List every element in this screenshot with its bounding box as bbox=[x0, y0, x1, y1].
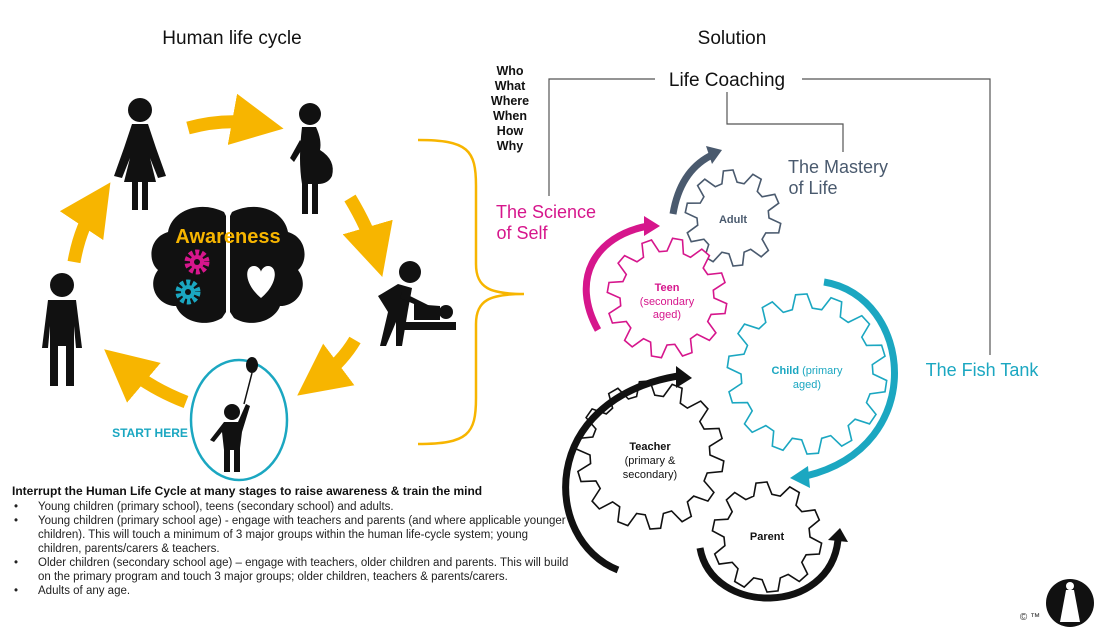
child-with-balloon-icon bbox=[189, 357, 289, 482]
question-word: What bbox=[495, 79, 526, 93]
woman-icon bbox=[114, 98, 166, 210]
child-gear-sub2: aged) bbox=[793, 379, 821, 391]
teacher-gear-sub2: secondary) bbox=[623, 469, 677, 481]
pregnant-woman-icon bbox=[290, 103, 333, 214]
connector-lines bbox=[548, 78, 991, 355]
question-word: Why bbox=[497, 139, 523, 153]
adult-arc-arrow bbox=[669, 152, 712, 215]
teen-gear: Teen (secondary aged) bbox=[606, 237, 728, 359]
child-gear-label: Child bbox=[772, 365, 800, 377]
adult-arrowhead bbox=[706, 146, 722, 164]
awareness-label: Awareness bbox=[175, 226, 280, 248]
start-here-label: START HERE bbox=[112, 426, 188, 440]
adult-gear: Adult bbox=[684, 169, 782, 267]
teacher-gear-sub1: (primary & bbox=[625, 455, 676, 467]
teen-gear-label: Teen bbox=[655, 282, 680, 294]
notes-item: Older children (secondary school age) – … bbox=[12, 556, 572, 584]
teacher-arc-arrow bbox=[562, 372, 679, 574]
question-words: Who What Where When How Why bbox=[491, 64, 529, 153]
child-gear-sub1: (primary bbox=[802, 365, 843, 377]
man-icon bbox=[42, 273, 82, 386]
cycle-arrow-upper-right bbox=[342, 194, 393, 277]
brand-logo bbox=[1046, 579, 1094, 627]
parent-arrowhead bbox=[828, 528, 848, 542]
notes-item: Young children (primary school), teens (… bbox=[12, 500, 572, 514]
question-word: Where bbox=[491, 94, 529, 108]
mastery-of-life-line1: The Mastery bbox=[788, 157, 888, 177]
cycle-arrow-lower-right bbox=[297, 336, 361, 396]
question-word: How bbox=[497, 124, 524, 138]
notes-panel: Interrupt the Human Life Cycle at many s… bbox=[12, 484, 572, 598]
parent-gear: Parent bbox=[711, 481, 823, 593]
child-arc-arrow bbox=[805, 278, 898, 480]
cycle-arrows bbox=[59, 93, 393, 409]
cycle-arrow-top bbox=[186, 93, 284, 145]
question-word: Who bbox=[496, 64, 523, 78]
teacher-gear-label: Teacher bbox=[629, 441, 671, 453]
solution-title: Solution bbox=[698, 28, 767, 49]
teen-gear-sub1: (secondary bbox=[640, 296, 695, 308]
life-cycle-title: Human life cycle bbox=[162, 28, 301, 49]
notes-title: Interrupt the Human Life Cycle at many s… bbox=[12, 484, 483, 498]
notes-list: Young children (primary school), teens (… bbox=[12, 500, 572, 598]
mastery-of-life-line2: of Life bbox=[788, 178, 837, 198]
heart-icon bbox=[247, 266, 275, 298]
teen-arrowhead bbox=[644, 216, 660, 236]
parent-changing-baby-icon bbox=[378, 261, 456, 346]
child-arrowhead bbox=[790, 466, 810, 488]
science-of-self-line2: of Self bbox=[496, 223, 548, 243]
science-of-self-line1: The Science bbox=[496, 202, 596, 222]
child-gear: Child (primary aged) bbox=[726, 293, 888, 455]
teacher-arrowhead bbox=[676, 366, 692, 388]
notes-item: Adults of any age. bbox=[12, 584, 572, 598]
question-word: When bbox=[493, 109, 527, 123]
yellow-brace bbox=[417, 138, 525, 446]
cycle-arrow-left bbox=[59, 182, 111, 264]
parent-arc-arrow bbox=[696, 539, 842, 602]
teacher-gear: Teacher (primary & secondary) bbox=[575, 380, 725, 530]
cycle-arrow-bottom-left bbox=[104, 349, 189, 409]
parent-gear-label: Parent bbox=[750, 531, 785, 543]
child-gear-text: Child (primary bbox=[772, 365, 843, 377]
teen-arc-arrow bbox=[582, 222, 649, 332]
gear-arrows bbox=[562, 146, 898, 602]
gear-small-magenta-icon bbox=[184, 249, 210, 275]
teen-gear-sub2: aged) bbox=[653, 309, 681, 321]
gear-small-cyan-icon bbox=[175, 279, 201, 305]
copyright-mark: © ™ bbox=[1020, 612, 1040, 623]
notes-item: Young children (primary school age) - en… bbox=[12, 514, 572, 556]
life-coaching-label: Life Coaching bbox=[669, 70, 785, 91]
adult-gear-label: Adult bbox=[719, 214, 747, 226]
fish-tank-label: The Fish Tank bbox=[926, 360, 1040, 380]
brain-icon bbox=[151, 206, 305, 323]
